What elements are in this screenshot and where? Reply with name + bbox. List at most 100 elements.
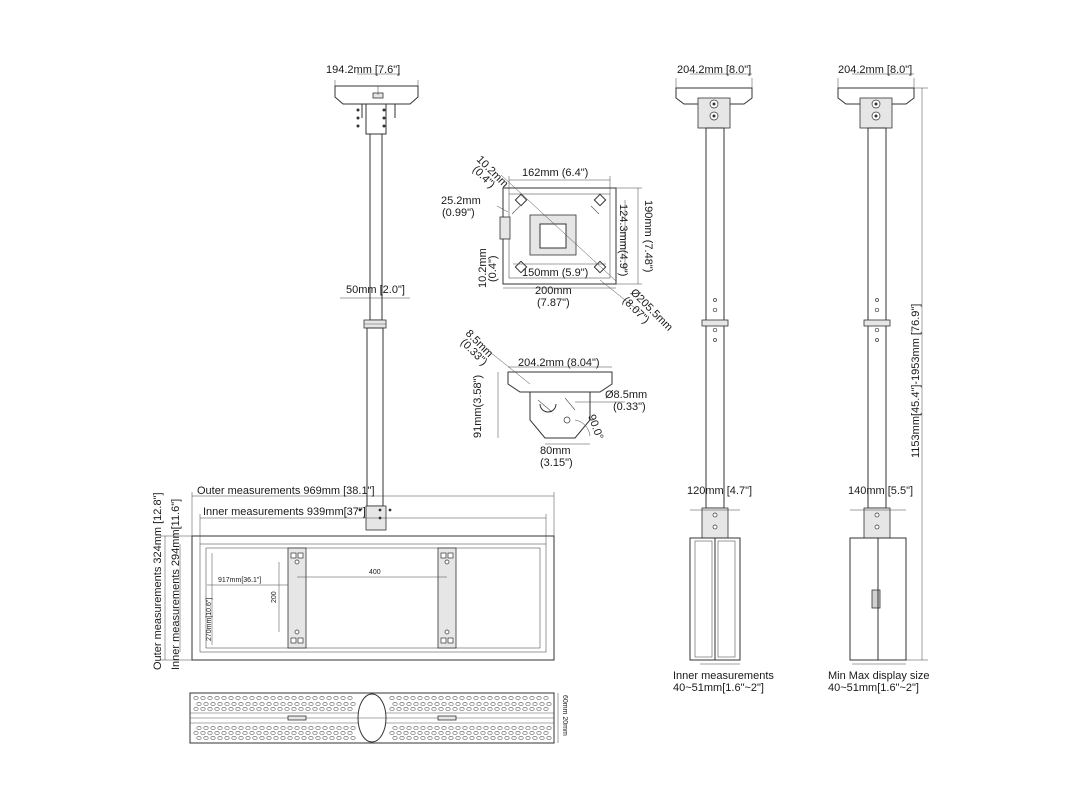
- perforation-hole: [263, 696, 269, 700]
- perforation-hole: [203, 726, 209, 730]
- perforation-hole: [539, 702, 545, 706]
- perforation-hole: [242, 696, 248, 700]
- side-minmax-top-width-label: 204.2mm [8.0"]: [838, 64, 912, 76]
- perforation-hole: [469, 702, 475, 706]
- perforation-hole: [252, 736, 258, 740]
- perforation-hole: [403, 731, 409, 735]
- perforation-hole: [448, 726, 454, 730]
- perforation-hole: [399, 736, 405, 740]
- perforation-hole: [270, 696, 276, 700]
- perforation-hole: [298, 707, 304, 711]
- perforation-hole: [221, 696, 227, 700]
- perforation-hole: [305, 696, 311, 700]
- perforation-hole: [445, 731, 451, 735]
- bottom-view: 60mm 20mm: [189, 692, 568, 744]
- perforation-hole: [459, 731, 465, 735]
- perforation-hole: [529, 696, 535, 700]
- side-inner-caption-line2: 40~51mm[1.6"~2"]: [673, 682, 764, 694]
- perforation-hole: [301, 702, 307, 706]
- perforation-hole: [420, 726, 426, 730]
- perforation-hole: [497, 736, 503, 740]
- perforation-hole: [235, 731, 241, 735]
- perforation-hole: [329, 736, 335, 740]
- perforation-hole: [483, 726, 489, 730]
- perforation-hole: [249, 707, 255, 711]
- perforation-hole: [532, 726, 538, 730]
- screen-width-label: 917mm[36.1"]: [218, 577, 261, 584]
- perforation-hole: [224, 702, 230, 706]
- perforation-hole: [462, 702, 468, 706]
- perforation-hole: [518, 726, 524, 730]
- perforation-hole: [308, 726, 314, 730]
- perforation-hole: [546, 702, 552, 706]
- perforation-hole: [249, 731, 255, 735]
- perforation-hole: [245, 736, 251, 740]
- perforation-hole: [336, 702, 342, 706]
- perforation-hole: [389, 731, 395, 735]
- perforation-hole: [473, 696, 479, 700]
- perforation-hole: [501, 707, 507, 711]
- perforation-hole: [200, 731, 206, 735]
- perforation-hole: [515, 707, 521, 711]
- perforation-hole: [434, 702, 440, 706]
- vesa-vertical-label: 200: [271, 591, 278, 603]
- perforation-hole: [207, 696, 213, 700]
- perforation-hole: [518, 702, 524, 706]
- perforation-hole: [543, 707, 549, 711]
- side-view-min-max: 204.2mm [8.0"] 140mm [5.5"] Min Max disp…: [828, 64, 929, 694]
- perforation-hole: [287, 726, 293, 730]
- perforation-hole: [515, 731, 521, 735]
- plate-slot-b-line1: 10.2mm: [477, 248, 489, 288]
- perforation-hole: [452, 707, 458, 711]
- perforation-hole: [487, 696, 493, 700]
- perforation-hole: [518, 736, 524, 740]
- perforation-hole: [455, 726, 461, 730]
- perforation-hole: [459, 696, 465, 700]
- perforation-hole: [343, 736, 349, 740]
- perforation-hole: [217, 736, 223, 740]
- perforation-hole: [392, 736, 398, 740]
- perforation-hole: [203, 702, 209, 706]
- perforation-hole: [413, 736, 419, 740]
- perforation-hole: [473, 707, 479, 711]
- perforation-hole: [536, 696, 542, 700]
- perforation-hole: [413, 726, 419, 730]
- plate-offset-line2: (0.99"): [442, 207, 475, 219]
- perforation-hole: [508, 707, 514, 711]
- perforation-hole: [504, 736, 510, 740]
- perforation-hole: [508, 696, 514, 700]
- bracket-width-label: 204.2mm (8.04"): [518, 357, 600, 369]
- perforation-hole: [326, 696, 332, 700]
- perforation-hole: [434, 736, 440, 740]
- perforation-hole: [522, 707, 528, 711]
- perforation-hole: [448, 702, 454, 706]
- perforation-hole: [200, 696, 206, 700]
- perforation-hole: [270, 731, 276, 735]
- perforation-hole: [406, 702, 412, 706]
- perforation-hole: [441, 726, 447, 730]
- perforation-hole: [287, 702, 293, 706]
- perforation-hole: [214, 707, 220, 711]
- perforation-hole: [203, 736, 209, 740]
- bottom-perforation-pattern: [193, 696, 552, 740]
- perforation-hole: [529, 731, 535, 735]
- perforation-hole: [280, 726, 286, 730]
- perforation-hole: [427, 726, 433, 730]
- perforation-hole: [333, 731, 339, 735]
- perforation-hole: [333, 707, 339, 711]
- perforation-hole: [525, 702, 531, 706]
- perforation-hole: [480, 707, 486, 711]
- perforation-hole: [389, 707, 395, 711]
- perforation-hole: [424, 731, 430, 735]
- perforation-hole: [333, 696, 339, 700]
- side-minmax-caption-line2: 40~51mm[1.6"~2"]: [828, 682, 919, 694]
- perforation-hole: [410, 731, 416, 735]
- perforation-hole: [508, 731, 514, 735]
- perforation-hole: [214, 731, 220, 735]
- side-inner-top-width-label: 204.2mm [8.0"]: [677, 64, 751, 76]
- perforation-hole: [413, 702, 419, 706]
- perforation-hole: [259, 726, 265, 730]
- perforation-hole: [543, 696, 549, 700]
- perforation-hole: [487, 731, 493, 735]
- plate-width-total-line2: (7.87"): [537, 297, 570, 309]
